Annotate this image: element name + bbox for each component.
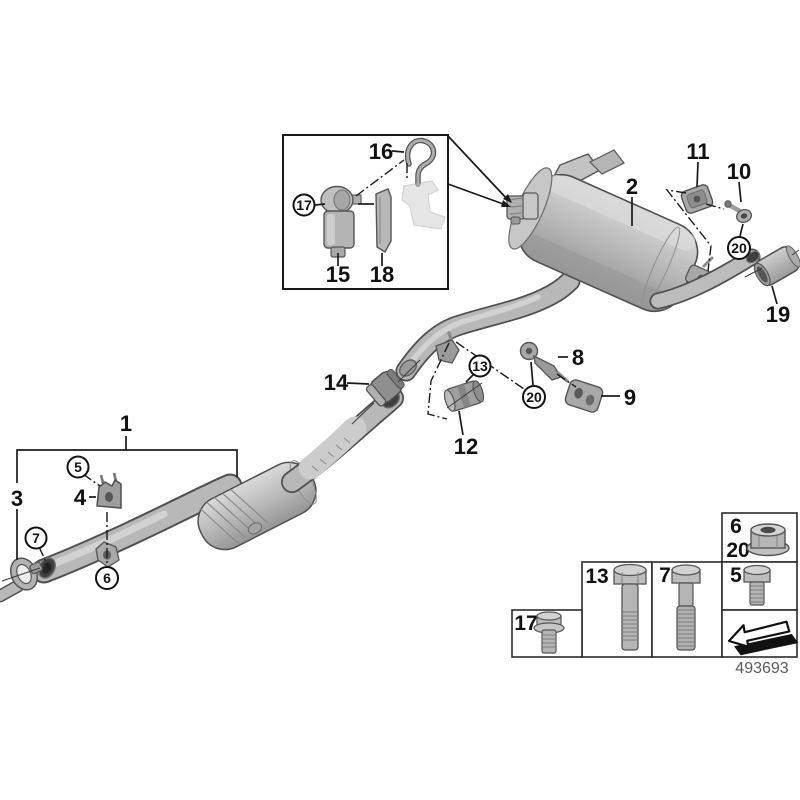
part-8-bracket (519, 341, 569, 383)
svg-text:5[interactable]: 5 (74, 459, 82, 475)
hex-bolt-threaded-icon (671, 564, 701, 651)
callout-4[interactable]: 4 (74, 485, 87, 510)
callout-17[interactable]: 17 (292, 193, 316, 217)
part-9-rubber-hanger (564, 379, 604, 413)
fastener-legend: 6 20 13 7 5 17 (511, 512, 799, 677)
callout-13[interactable]: 13 (468, 354, 492, 378)
callout-16[interactable]: 16 (369, 139, 393, 164)
flange-nut-icon (746, 523, 790, 557)
legend-label-17[interactable]: 17 (514, 612, 537, 635)
hex-bolt-long-icon (613, 563, 647, 651)
callout-20-mid[interactable]: 20 (522, 385, 546, 409)
callout-9[interactable]: 9 (624, 385, 636, 410)
callout-12[interactable]: 12 (454, 434, 478, 459)
legend-label-20[interactable]: 20 (726, 539, 749, 562)
callout-18[interactable]: 18 (370, 262, 394, 287)
callout-7[interactable]: 7 (24, 526, 48, 550)
callout-1[interactable]: 1 (120, 411, 132, 436)
callout-10[interactable]: 10 (727, 159, 751, 184)
pipe-bracket-hook (435, 339, 460, 364)
callouts: 1 2 3 4 5 6 7 8 9 10 11 12 13 14 15 16 1… (11, 139, 790, 590)
part-10-pin-bracket (724, 200, 753, 224)
rear-pipe-end-opening (399, 359, 417, 377)
drawing-number: 493693 (735, 660, 788, 677)
callout-15[interactable]: 15 (326, 262, 350, 287)
part-18-bracket-plate (375, 188, 392, 253)
svg-text:7[interactable]: 7 (32, 530, 40, 546)
rear-connecting-pipe (395, 270, 581, 382)
flange-bolt-icon (533, 611, 565, 654)
legend-label-5[interactable]: 5 (730, 564, 742, 587)
flex-section (298, 416, 367, 480)
svg-text:20[interactable]: 20 (731, 240, 747, 256)
part-4-bracket (96, 472, 122, 509)
callout-8[interactable]: 8 (572, 345, 584, 370)
part-19-exhaust-tip (753, 245, 800, 287)
legend-label-6[interactable]: 6 (730, 515, 742, 538)
callout-3[interactable]: 3 (11, 486, 23, 511)
sensor-boss (247, 522, 263, 535)
ghost-bracket (401, 180, 446, 230)
part-14-clamp (365, 369, 405, 407)
legend-label-13[interactable]: 13 (585, 565, 608, 588)
callout-5[interactable]: 5 (66, 455, 90, 479)
pointer-arrowhead (501, 200, 511, 207)
part-16-wire-clip (405, 137, 437, 187)
svg-text:20[interactable]: 20 (526, 389, 542, 405)
svg-text:17[interactable]: 17 (296, 197, 312, 213)
pointer-arrowhead (503, 194, 512, 203)
svg-text:6[interactable]: 6 (103, 570, 111, 586)
leader-lines (1, 135, 800, 582)
part-11-rubber-mount (680, 184, 714, 214)
callout-11[interactable]: 11 (686, 139, 709, 164)
tailpipe-opening (745, 250, 761, 264)
part-15-valve-actuator (320, 185, 362, 258)
inset-box (282, 134, 449, 290)
callout-19[interactable]: 19 (766, 302, 790, 327)
front-pipe-assembly (0, 387, 404, 603)
dash-dot-lines (38, 159, 725, 571)
callout-14[interactable]: 14 (324, 370, 349, 395)
hex-bolt-short-icon (743, 564, 771, 606)
part-2-rear-muffler (506, 149, 761, 313)
legend-label-7[interactable]: 7 (659, 564, 671, 587)
callout-20-upper[interactable]: 20 (727, 236, 751, 260)
svg-text:13[interactable]: 13 (472, 358, 488, 374)
direction-arrow-icon (727, 620, 799, 656)
callout-6[interactable]: 6 (95, 566, 119, 590)
callout-2[interactable]: 2 (626, 174, 638, 199)
muffler-valve-actuator (506, 192, 539, 225)
